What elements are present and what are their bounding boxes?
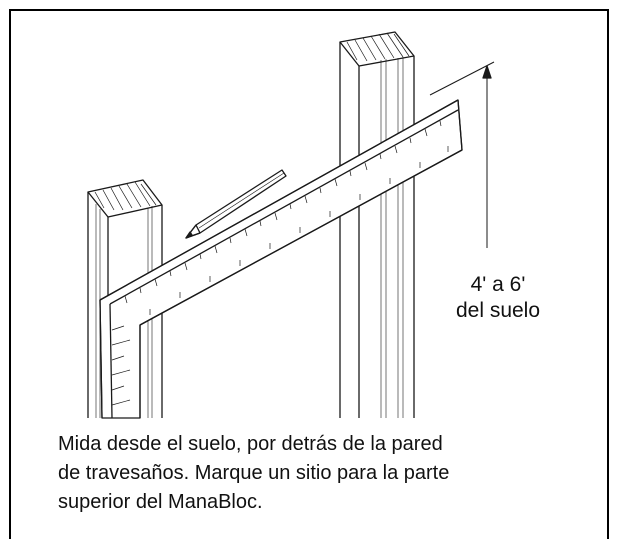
right-stud-top-hatch [346, 32, 410, 62]
pencil-icon [185, 169, 287, 239]
right-stud [339, 31, 415, 418]
caption-line-2: de travesaños. Marque un sitio para la p… [58, 462, 450, 484]
measurement-label: 4' a 6' del suelo [438, 272, 558, 324]
instruction-caption: Mida desde el suelo, por detrás de la pa… [58, 430, 598, 517]
square-blade-ticks [124, 120, 449, 315]
framing-square [99, 99, 463, 419]
caption-line-3: superior del ManaBloc. [58, 491, 263, 513]
measurement-range: 4' a 6' [470, 273, 526, 296]
height-dimension [429, 61, 495, 248]
caption-line-1: Mida desde el suelo, por detrás de la pa… [58, 433, 443, 455]
figure-frame [9, 9, 609, 539]
left-stud-top-hatch [94, 181, 157, 211]
measurement-reference: del suelo [455, 299, 541, 322]
square-tongue-ticks [111, 325, 131, 406]
